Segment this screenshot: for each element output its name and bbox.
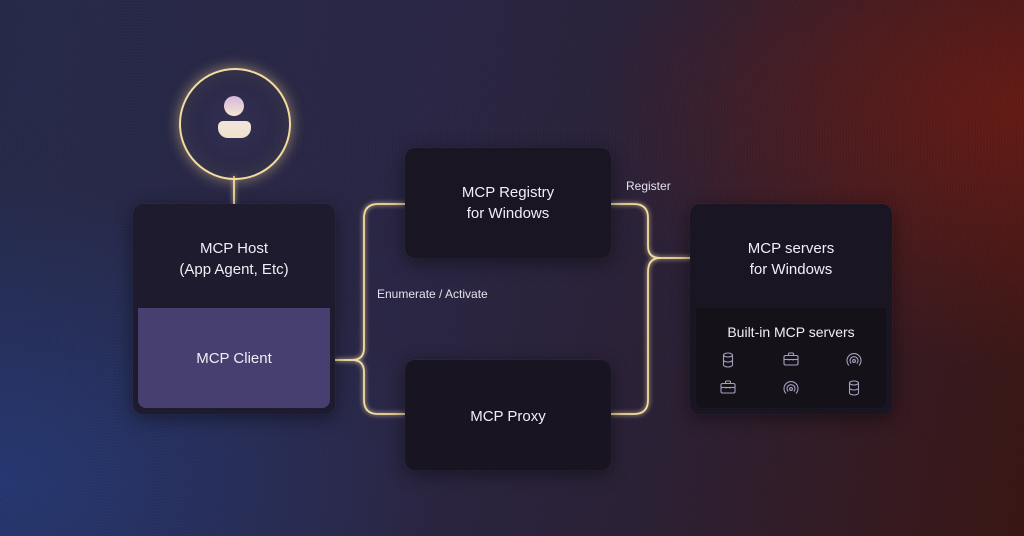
- database-icon: [696, 352, 759, 368]
- mcp-proxy-box: MCP Proxy: [405, 360, 611, 470]
- mcp-host-title-line1: MCP Host: [199, 240, 269, 257]
- briefcase-icon: [696, 380, 759, 396]
- mcp-host-title-line2: (App Agent, Etc): [179, 261, 289, 278]
- builtin-servers-label: Built-in MCP servers: [727, 324, 855, 340]
- builtin-server-icons: [696, 352, 886, 396]
- mcp-client-box: MCP Client: [138, 308, 330, 408]
- broadcast-icon: [759, 380, 822, 396]
- client-to-registry-line: [335, 203, 405, 361]
- mcp-servers-title-line1: MCP servers: [747, 240, 835, 257]
- registry-to-servers-line: [611, 203, 690, 259]
- user-avatar: [179, 68, 291, 180]
- mcp-registry-title-line2: for Windows: [466, 205, 550, 222]
- mcp-client-label: MCP Client: [196, 349, 272, 367]
- register-label: Register: [626, 179, 671, 193]
- mcp-servers-box: MCP servers for Windows Built-in MCP ser…: [690, 204, 892, 414]
- database-icon: [823, 380, 886, 396]
- proxy-to-servers-line: [611, 257, 661, 415]
- enumerate-activate-label: Enumerate / Activate: [377, 287, 488, 301]
- mcp-registry-box: MCP Registry for Windows: [405, 148, 611, 258]
- mcp-host-title: MCP Host (App Agent, Etc): [133, 238, 335, 280]
- builtin-servers-panel: Built-in MCP servers: [696, 308, 886, 408]
- mcp-host-box: MCP Host (App Agent, Etc) MCP Client: [133, 204, 335, 414]
- client-to-proxy-line: [335, 359, 405, 415]
- mcp-proxy-title: MCP Proxy: [470, 408, 546, 425]
- mcp-servers-title-line2: for Windows: [749, 261, 833, 278]
- user-icon-body: [218, 121, 251, 138]
- briefcase-icon: [759, 352, 822, 368]
- broadcast-icon: [823, 352, 886, 368]
- mcp-registry-title-line1: MCP Registry: [461, 184, 555, 201]
- user-icon: [224, 96, 244, 116]
